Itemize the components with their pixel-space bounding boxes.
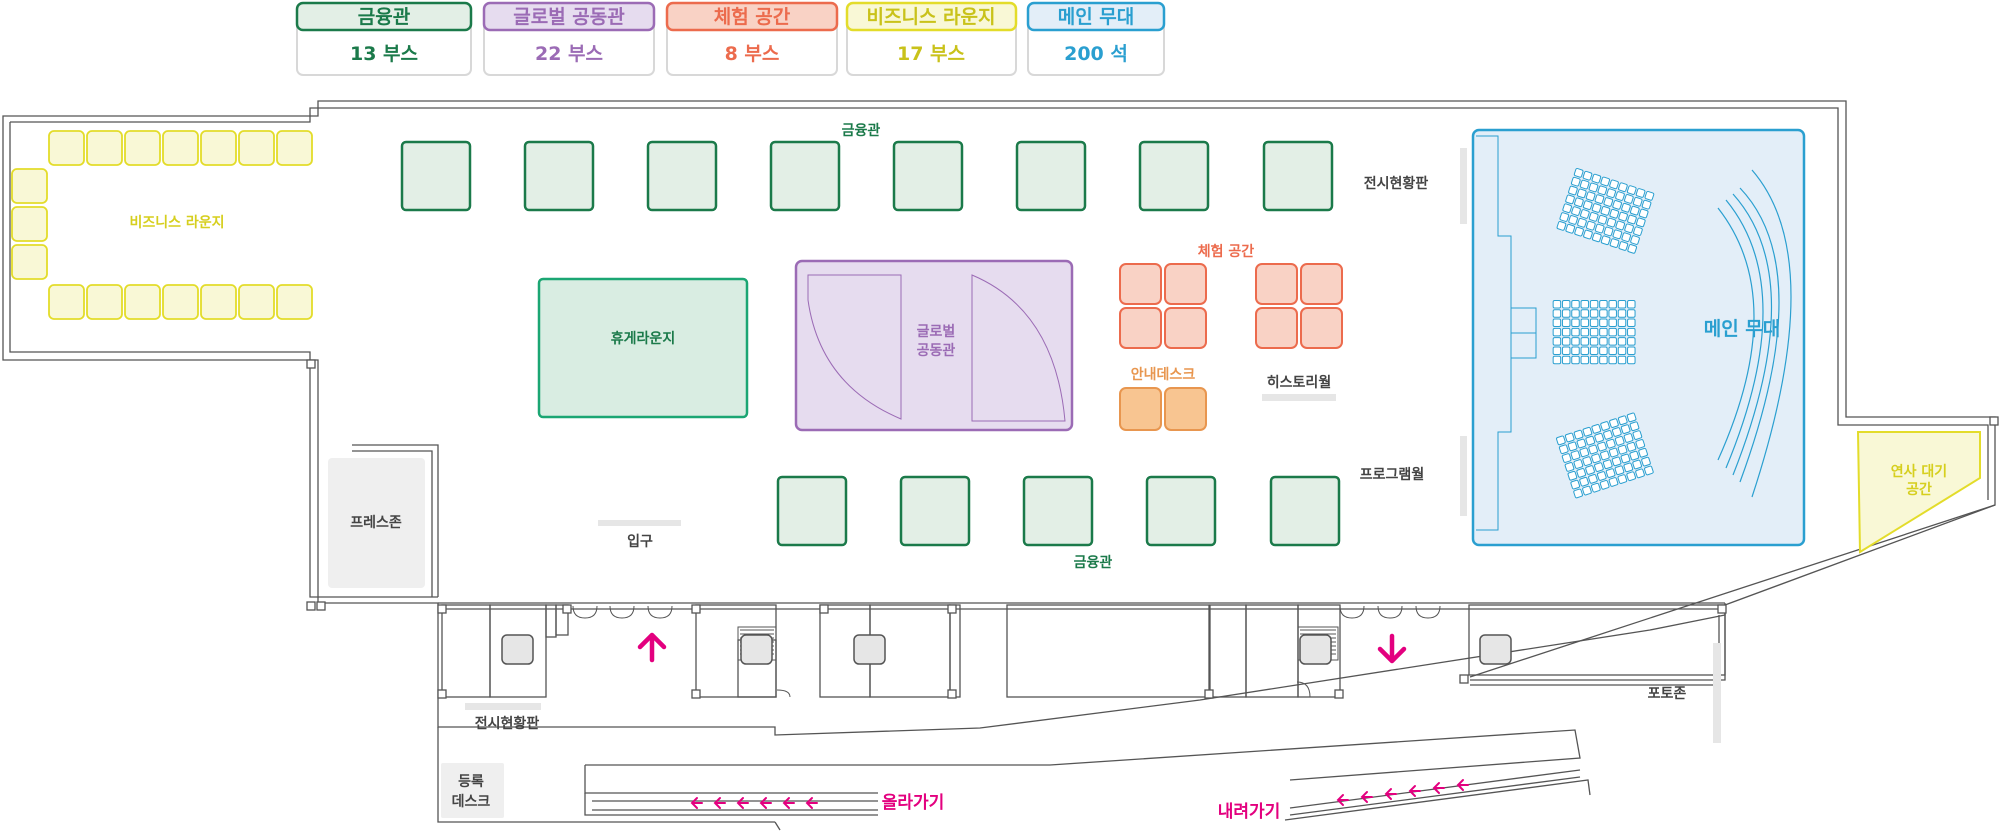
global-label-line1: 글로벌 — [917, 323, 956, 340]
exhibit-board-bottom — [465, 703, 541, 710]
history-wall-label: 히스토리월 — [1267, 374, 1331, 391]
legend-global-name: 글로벌 공동관 — [513, 6, 625, 28]
registration-label-line1: 등록 — [458, 774, 484, 790]
legend-finance-name: 금융관 — [358, 6, 411, 28]
registration-label-line2: 데스크 — [452, 794, 491, 810]
finance-top-label: 금융관 — [842, 122, 881, 139]
legend-global-count: 22 부스 — [535, 43, 603, 65]
photo-zone-label: 포토존 — [1648, 686, 1687, 702]
legend-item-experience: 체험 공간 8 부스 — [665, 1, 839, 76]
registration-desk — [441, 763, 504, 818]
main-stage — [1471, 128, 1806, 547]
legend-finance-count: 13 부스 — [350, 43, 418, 65]
stairs — [737, 626, 1339, 661]
exhibit-board-top-label: 전시현황판 — [1364, 175, 1429, 192]
business-lounge-label: 비즈니스 라운지 — [129, 215, 224, 231]
info-desk-label: 안내데스크 — [1131, 366, 1196, 383]
entrance-label: 입구 — [627, 534, 653, 550]
exit-arrow-down-icon — [1377, 633, 1407, 664]
left-arrow-icon — [1360, 791, 1373, 803]
escalators — [584, 729, 1591, 821]
legend-experience-count: 8 부스 — [725, 43, 780, 65]
exhibit-board-bottom-label: 전시현황판 — [475, 715, 540, 732]
escalator-down-arrows — [1336, 779, 1469, 806]
finance-bottom-label: 금융관 — [1074, 554, 1113, 571]
legend-stage-count: 200 석 — [1064, 43, 1128, 65]
legend-item-global: 글로벌 공동관 22 부스 — [482, 1, 656, 76]
entrance-mat — [598, 520, 681, 526]
program-wall-label: 프로그램월 — [1360, 466, 1424, 483]
experience-label: 체험 공간 — [1198, 243, 1255, 260]
legend: 금융관 13 부스 글로벌 공동관 22 부스 체험 공간 8 부스 비즈니스 … — [295, 1, 1166, 76]
press-zone-label: 프레스존 — [350, 515, 402, 531]
left-arrow-icon — [805, 797, 818, 809]
rest-lounge-label: 휴게라운지 — [611, 331, 675, 347]
business-lounge-booths — [11, 130, 313, 320]
left-arrow-icon — [1384, 788, 1397, 800]
rest-lounge — [537, 277, 749, 419]
left-arrow-icon — [713, 797, 726, 809]
go-up-label: 올라가기 — [882, 793, 945, 813]
experience-booths — [1119, 263, 1343, 349]
legend-item-business: 비즈니스 라운지 17 부스 — [845, 1, 1018, 76]
global-label-line2: 공동관 — [917, 342, 956, 359]
seat-block — [1556, 412, 1654, 499]
elevators — [501, 634, 1512, 665]
escalator-up-arrows — [690, 797, 818, 809]
legend-business-count: 17 부스 — [897, 43, 965, 65]
entry-arrow-up-icon — [637, 632, 667, 663]
finance-booths-bottom — [776, 475, 1341, 547]
exhibit-board-top — [1460, 148, 1467, 224]
seat-block — [1552, 299, 1636, 365]
photo-zone-wall — [1713, 643, 1721, 743]
legend-item-finance: 금융관 13 부스 — [295, 1, 473, 76]
left-arrow-icon — [1432, 782, 1445, 794]
entrance-doors — [572, 605, 1441, 698]
history-wall — [1262, 394, 1336, 401]
press-zone — [328, 458, 425, 588]
left-arrow-icon — [759, 797, 772, 809]
speaker-waiting-area — [1856, 431, 1981, 554]
legend-stage-name: 메인 무대 — [1058, 6, 1135, 28]
left-arrow-icon — [736, 797, 749, 809]
go-down-label: 내려가기 — [1218, 802, 1281, 822]
global-pavilion — [794, 259, 1074, 432]
speaker-label-line2: 공간 — [1906, 481, 1932, 498]
left-arrow-icon — [1336, 794, 1349, 806]
speaker-label-line1: 연사 대기 — [1891, 464, 1947, 480]
finance-booths-top — [400, 140, 1334, 212]
main-stage-label: 메인 무대 — [1704, 318, 1781, 340]
legend-experience-name: 체험 공간 — [714, 6, 791, 28]
info-desk — [1119, 387, 1207, 431]
seat-block — [1556, 168, 1655, 254]
stage-seating — [1552, 168, 1655, 499]
program-wall — [1460, 436, 1467, 516]
legend-business-name: 비즈니스 라운지 — [867, 6, 996, 28]
legend-item-stage: 메인 무대 200 석 — [1026, 1, 1166, 76]
left-arrow-icon — [782, 797, 795, 809]
left-arrow-icon — [1408, 785, 1421, 797]
left-arrow-icon — [1456, 779, 1469, 791]
left-arrow-icon — [690, 797, 703, 809]
